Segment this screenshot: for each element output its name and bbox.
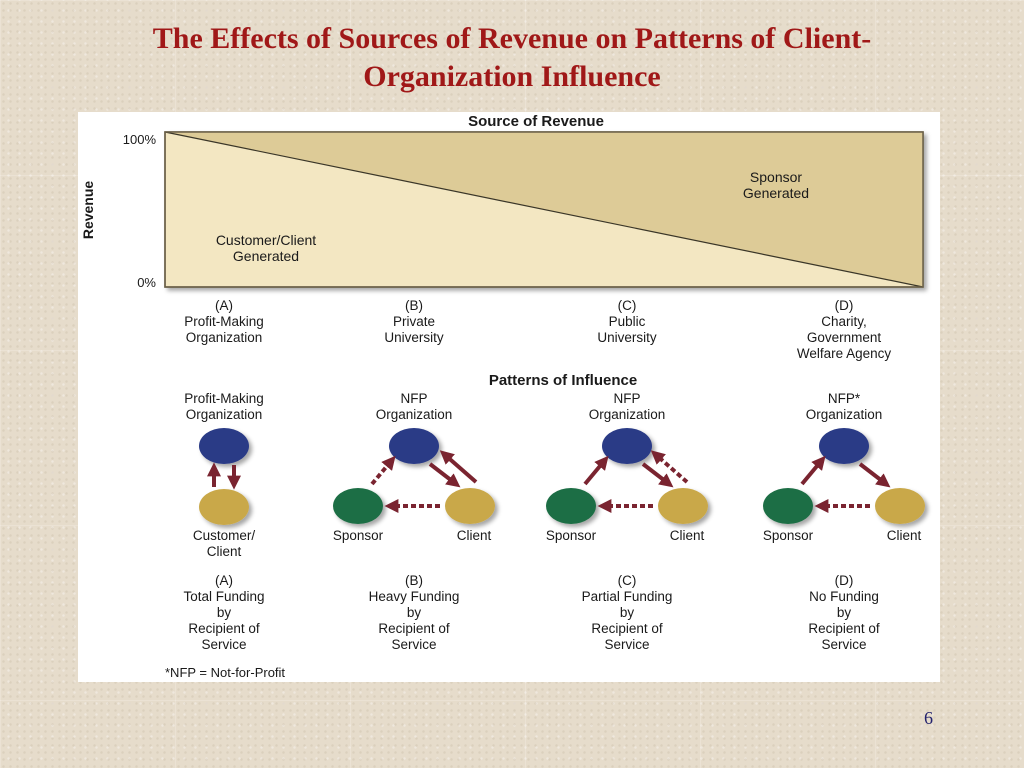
client-label: Client xyxy=(887,528,922,543)
customer-region-label-1: Customer/Client xyxy=(216,232,316,248)
funding-label: Recipient of xyxy=(591,621,663,636)
revenue-column-label: Organization xyxy=(186,330,263,345)
sponsor-label: Sponsor xyxy=(546,528,597,543)
funding-label: by xyxy=(217,605,232,620)
org-label: NFP xyxy=(401,391,428,406)
sponsor-label: Sponsor xyxy=(763,528,814,543)
funding-label: Service xyxy=(821,637,866,652)
sponsor-label: Sponsor xyxy=(333,528,384,543)
revenue-column-label: Welfare Agency xyxy=(797,346,892,361)
influence-arrow xyxy=(641,462,674,488)
revenue-column-label: Public xyxy=(609,314,646,329)
funding-letter: (A) xyxy=(215,573,233,588)
org-label: NFP* xyxy=(828,391,861,406)
funding-label: Service xyxy=(391,637,436,652)
client-circle xyxy=(875,488,925,524)
revenue-column-label: Profit-Making xyxy=(184,314,264,329)
funding-letter: (D) xyxy=(835,573,854,588)
y-top-label: 100% xyxy=(123,132,157,147)
influence-diagrams: Profit-MakingOrganizationCustomer/Client… xyxy=(184,391,925,559)
org-label: Organization xyxy=(186,407,263,422)
influence-arrow xyxy=(650,450,689,484)
influence-arrow xyxy=(370,455,396,486)
revenue-column-label: University xyxy=(384,330,444,345)
slide-title: The Effects of Sources of Revenue on Pat… xyxy=(60,20,964,96)
sponsor-region-label-1: Sponsor xyxy=(750,169,802,185)
organization-circle xyxy=(199,428,249,464)
title-line-1: The Effects of Sources of Revenue on Pat… xyxy=(152,22,872,55)
influence-arrow xyxy=(858,462,891,488)
funding-label: by xyxy=(837,605,852,620)
client-label: Customer/ xyxy=(193,528,256,543)
influence-arrow xyxy=(428,462,461,488)
sponsor-circle xyxy=(763,488,813,524)
figure-svg: Source of Revenue 100% 0% Revenue Custom… xyxy=(80,113,925,680)
org-label: Organization xyxy=(589,407,666,422)
sponsor-circle xyxy=(546,488,596,524)
funding-label: Recipient of xyxy=(378,621,450,636)
client-circle xyxy=(445,488,495,524)
client-circle xyxy=(199,489,249,525)
funding-label: Partial Funding xyxy=(582,589,673,604)
revenue-split-line xyxy=(164,131,924,288)
revenue-column-label: Private xyxy=(393,314,435,329)
revenue-column-labels: (A)Profit-MakingOrganization(B)PrivateUn… xyxy=(184,298,891,361)
funding-label: Heavy Funding xyxy=(369,589,460,604)
revenue-column-label: Government xyxy=(807,330,882,345)
revenue-column-letter: (A) xyxy=(215,298,233,313)
funding-letter: (C) xyxy=(618,573,637,588)
sponsor-region-label-2: Generated xyxy=(743,185,809,201)
y-axis-label: Revenue xyxy=(80,181,96,240)
nfp-footnote: *NFP = Not-for-Profit xyxy=(165,665,285,680)
funding-label: Recipient of xyxy=(188,621,260,636)
funding-label: Recipient of xyxy=(808,621,880,636)
org-label: Organization xyxy=(806,407,883,422)
revenue-column-label: University xyxy=(597,330,657,345)
revenue-column-label: Charity, xyxy=(821,314,867,329)
org-label: Organization xyxy=(376,407,453,422)
influence-arrow xyxy=(583,455,609,486)
figure-panel: Source of Revenue 100% 0% Revenue Custom… xyxy=(78,112,940,682)
influence-arrow xyxy=(800,455,826,486)
funding-label: Service xyxy=(201,637,246,652)
revenue-chart-title: Source of Revenue xyxy=(468,113,604,130)
revenue-column-letter: (B) xyxy=(405,298,423,313)
page-number: 6 xyxy=(924,708,933,728)
funding-label: Total Funding xyxy=(183,589,264,604)
org-label: NFP xyxy=(614,391,641,406)
title-line-2: Organization Influence xyxy=(363,60,661,93)
revenue-column-letter: (C) xyxy=(618,298,637,313)
funding-label: No Funding xyxy=(809,589,879,604)
client-label: Client xyxy=(207,544,242,559)
influence-title: Patterns of Influence xyxy=(489,372,637,389)
org-label: Profit-Making xyxy=(184,391,264,406)
customer-region-label-2: Generated xyxy=(233,248,299,264)
organization-circle xyxy=(602,428,652,464)
revenue-column-letter: (D) xyxy=(835,298,854,313)
funding-label: by xyxy=(407,605,422,620)
funding-letter: (B) xyxy=(405,573,423,588)
sponsor-circle xyxy=(333,488,383,524)
funding-label: by xyxy=(620,605,635,620)
organization-circle xyxy=(819,428,869,464)
client-circle xyxy=(658,488,708,524)
organization-circle xyxy=(389,428,439,464)
funding-label: Service xyxy=(604,637,649,652)
client-label: Client xyxy=(670,528,705,543)
influence-arrow xyxy=(439,450,478,484)
client-label: Client xyxy=(457,528,492,543)
y-bottom-label: 0% xyxy=(137,275,156,290)
